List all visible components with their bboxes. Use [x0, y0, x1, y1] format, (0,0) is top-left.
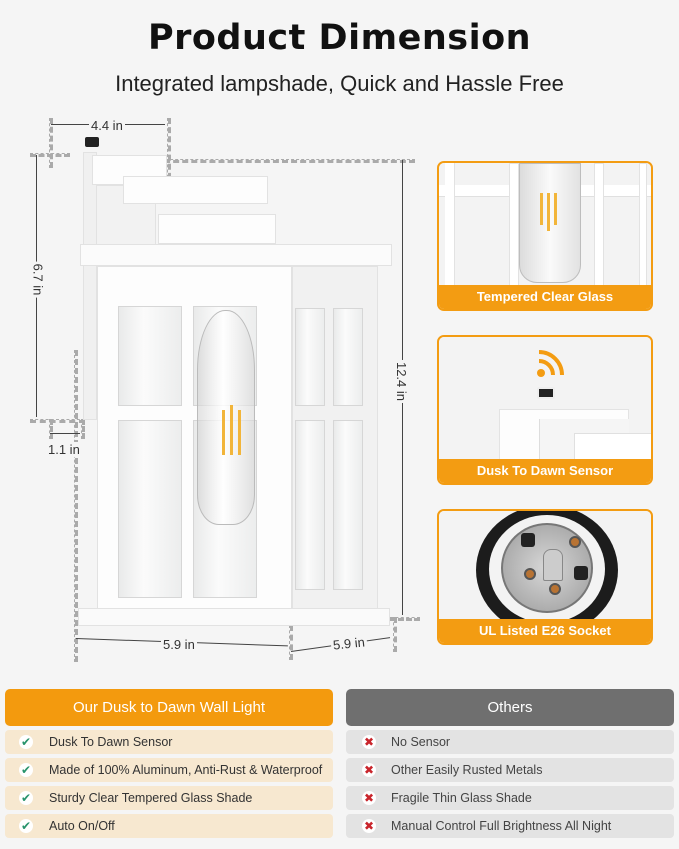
list-item: ✖ Other Easily Rusted Metals	[346, 758, 674, 782]
card-caption: Dusk To Dawn Sensor	[439, 459, 651, 483]
guide-line	[289, 625, 293, 660]
wifi-signal-icon	[537, 350, 564, 377]
guide-line	[393, 617, 397, 652]
item-label: Auto On/Off	[49, 819, 115, 833]
item-label: Sturdy Clear Tempered Glass Shade	[49, 791, 253, 805]
list-item: ✖ Manual Control Full Brightness All Nig…	[346, 814, 674, 838]
bulb-image	[197, 310, 255, 525]
cross-icon: ✖	[362, 819, 376, 833]
wall-plate	[83, 152, 97, 420]
check-icon: ✔	[19, 763, 33, 777]
feature-card-glass: Tempered Clear Glass	[437, 161, 653, 311]
list-item: ✖ Fragile Thin Glass Shade	[346, 786, 674, 810]
guide-line	[390, 617, 420, 621]
page-subtitle: Integrated lampshade, Quick and Hassle F…	[115, 71, 564, 96]
sensor-closeup-image	[439, 337, 651, 459]
lamp-base	[78, 608, 390, 626]
card-caption: UL Listed E26 Socket	[439, 619, 651, 643]
others-header: Others	[346, 689, 674, 726]
ours-header: Our Dusk to Dawn Wall Light	[5, 689, 333, 726]
product-illustration: 4.4 in 6.7 in 1.1 in 12.4 in 5.9 in 5.9 …	[30, 118, 420, 662]
dimension-total-height: 12.4 in	[394, 359, 410, 404]
cross-icon: ✖	[362, 735, 376, 749]
sensor-icon	[85, 137, 99, 147]
item-label: No Sensor	[391, 735, 451, 749]
item-label: Manual Control Full Brightness All Night	[391, 819, 612, 833]
feature-card-sensor: Dusk To Dawn Sensor	[437, 335, 653, 485]
cross-icon: ✖	[362, 791, 376, 805]
arm-bracket	[123, 176, 268, 204]
item-label: Dusk To Dawn Sensor	[49, 735, 173, 749]
feature-card-socket: UL Listed E26 Socket	[437, 509, 653, 645]
item-label: Made of 100% Aluminum, Anti-Rust & Water…	[49, 763, 323, 777]
list-item: ✔ Dusk To Dawn Sensor	[5, 730, 333, 754]
comparison-others: Others ✖ No Sensor ✖ Other Easily Rusted…	[346, 689, 674, 838]
list-item: ✖ No Sensor	[346, 730, 674, 754]
guide-line	[49, 419, 53, 439]
guide-line	[74, 350, 78, 662]
dimension-back-depth: 1.1 in	[46, 442, 82, 457]
item-label: Other Easily Rusted Metals	[391, 763, 543, 777]
dimension-top-width: 4.4 in	[89, 118, 125, 133]
dimension-back-height: 6.7 in	[30, 261, 46, 298]
lamp-roof	[80, 244, 392, 266]
page-title: Product Dimension	[147, 18, 532, 58]
glass-pane	[333, 308, 363, 406]
check-icon: ✔	[19, 791, 33, 805]
glass-closeup-image	[439, 163, 651, 285]
dimension-base-width: 5.9 in	[161, 637, 197, 652]
cross-icon: ✖	[362, 763, 376, 777]
comparison-ours: Our Dusk to Dawn Wall Light ✔ Dusk To Da…	[5, 689, 333, 838]
filament	[230, 405, 233, 455]
card-caption: Tempered Clear Glass	[439, 285, 651, 309]
item-label: Fragile Thin Glass Shade	[391, 791, 532, 805]
guide-line	[81, 419, 85, 439]
guide-line	[30, 153, 70, 157]
filament	[238, 410, 241, 455]
lamp-cap	[158, 214, 276, 244]
glass-pane	[118, 420, 182, 598]
socket-image	[439, 511, 651, 619]
list-item: ✔ Made of 100% Aluminum, Anti-Rust & Wat…	[5, 758, 333, 782]
glass-pane	[118, 306, 182, 406]
list-item: ✔ Sturdy Clear Tempered Glass Shade	[5, 786, 333, 810]
filament	[222, 410, 225, 455]
guide-line	[155, 159, 415, 163]
dimension-line	[50, 433, 80, 434]
dimension-base-depth: 5.9 in	[330, 634, 368, 653]
glass-pane	[295, 420, 325, 590]
check-icon: ✔	[19, 735, 33, 749]
check-icon: ✔	[19, 819, 33, 833]
list-item: ✔ Auto On/Off	[5, 814, 333, 838]
guide-line	[49, 118, 53, 168]
glass-pane	[333, 420, 363, 590]
glass-pane	[295, 308, 325, 406]
